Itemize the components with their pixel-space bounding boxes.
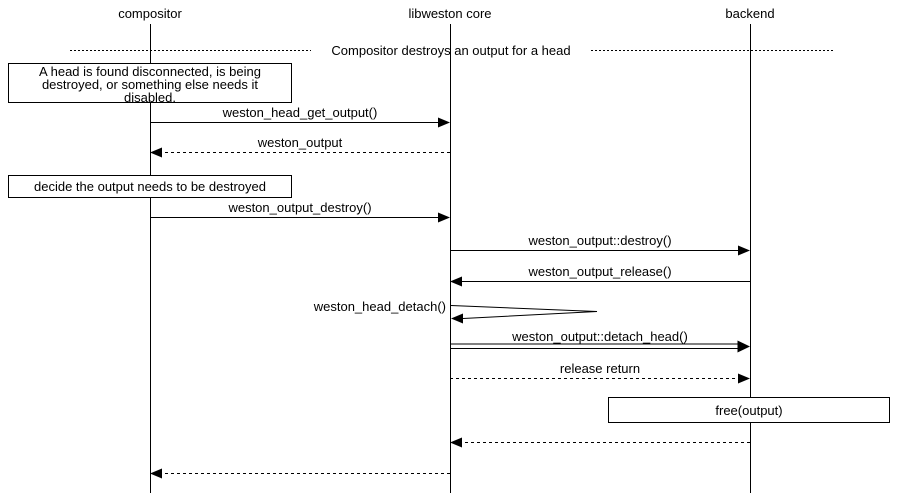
message-output-destroy-vfunc-arrow: [450, 245, 750, 256]
participant-libweston-core-label: libweston core: [408, 6, 492, 21]
return-release-return-label: release return: [559, 361, 641, 376]
message-head-get-output-arrow: [150, 117, 450, 128]
return-to-compositor-arrow: [150, 468, 450, 479]
message-output-release-arrow: [450, 276, 750, 287]
note-line: free(output): [715, 402, 783, 418]
note-head-disconnected: A head is found disconnected, is being d…: [8, 63, 292, 105]
note-line: destroyed, or something else needs it: [41, 77, 259, 92]
note-line: decide the output needs to be destroyed: [33, 179, 266, 194]
message-head-get-output-label: weston_head_get_output(): [222, 105, 378, 120]
return-weston-output-label: weston_output: [257, 135, 343, 150]
message-detach-head-vfunc-arrow: [450, 340, 750, 353]
note-line: disabled.: [123, 90, 177, 105]
self-message-head-detach-loop: [450, 305, 598, 324]
participant-backend-label: backend: [725, 6, 775, 21]
message-output-release-label: weston_output_release(): [528, 264, 672, 279]
message-output-destroy-label: weston_output_destroy(): [228, 200, 372, 215]
self-message-head-detach-label: weston_head_detach(): [313, 299, 446, 314]
message-output-destroy-arrow: [150, 212, 450, 223]
participant-compositor-label: compositor: [118, 6, 182, 21]
divider-label: Compositor destroys an output for a head: [331, 43, 571, 58]
return-weston-output-arrow: [150, 147, 450, 158]
message-output-destroy-vfunc-label: weston_output::destroy(): [528, 233, 672, 248]
note-decide-destroy: decide the output needs to be destroyed: [8, 175, 292, 198]
return-release-return-arrow: [450, 373, 750, 384]
note-line: A head is found disconnected, is being: [39, 64, 261, 79]
message-detach-head-vfunc-label: weston_output::detach_head(): [512, 329, 688, 344]
note-free-output: free(output): [608, 397, 890, 423]
return-to-libweston-arrow: [450, 437, 750, 448]
